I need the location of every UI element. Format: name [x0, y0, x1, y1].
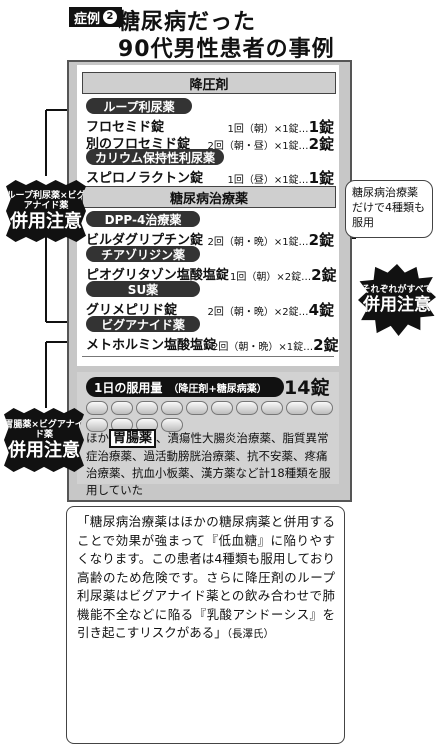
drug-dose: 1回（昼）×1錠…1錠 [227, 169, 334, 187]
drug-count: 2錠 [308, 231, 334, 249]
divider [82, 356, 334, 357]
pill-icon [286, 401, 308, 415]
pill-icon [261, 401, 283, 415]
caution-label: 併用注意 [363, 294, 431, 315]
pill-icon [311, 401, 333, 415]
case-label: 症例 [74, 11, 101, 27]
category-pill: カリウム保持性利尿薬 [86, 149, 224, 165]
drug-count: 4錠 [308, 301, 334, 319]
category-pill: DPP-4治療薬 [86, 211, 200, 227]
drug-name: ビルダグリプチン錠 [86, 233, 204, 248]
case-number: 2 [103, 10, 118, 24]
daily-intake-sublabel: （降圧剤+糖尿病薬） [168, 383, 267, 395]
drug-count: 2錠 [313, 336, 339, 354]
pill-icon [161, 401, 183, 415]
drug-count: 2錠 [311, 266, 337, 284]
drug-count: 1錠 [308, 169, 334, 187]
caution-label: 併用注意 [10, 210, 82, 232]
caution-note: それぞれがすべて [361, 284, 433, 295]
pill-icon [211, 401, 233, 415]
pill-icon [86, 401, 108, 415]
category-pill: SU薬 [86, 281, 200, 297]
drug-name: メトホルミン塩酸塩錠 [86, 338, 217, 353]
pill-icon [186, 401, 208, 415]
category-pill: ループ利尿薬 [86, 98, 192, 114]
pill-icon [161, 418, 183, 432]
drug-dose: 2回（朝・晩）×1錠…2錠 [212, 336, 339, 354]
pill-icon [86, 418, 108, 432]
pill-icon [236, 401, 258, 415]
drug-dose: 2回（朝・昼）×1錠…2錠 [207, 135, 334, 153]
drug-dose: 2回（朝・晩）×1錠…2錠 [207, 231, 334, 249]
drug-name: フロセミド錠 [86, 120, 165, 135]
quote-text: 「糖尿病治療薬はほかの糖尿病薬と併用することで効果が強まって『低血糖』に陥りやす… [77, 514, 335, 640]
other-medications: ほか胃腸薬、潰瘍性大腸炎治療薬、脂質異常症治療薬、過活動膀胱治療薬、抗不安薬、疼… [86, 429, 338, 499]
expert-quote: 「糖尿病治療薬はほかの糖尿病薬と併用することで効果が強まって『低血糖』に陥りやす… [77, 513, 335, 644]
pill-icon [111, 401, 133, 415]
drug-dose: 1回（朝）×2錠…2錠 [230, 266, 337, 284]
drug-dose: 2回（朝・晩）×2錠…4錠 [207, 301, 334, 319]
caution-combo: 胃腸薬×ビグアナイド薬 [4, 419, 84, 440]
drug-name: スピロノラクトン錠 [86, 171, 204, 186]
quote-attribution: （長澤氏） [226, 628, 275, 640]
drug-name: ピオグリタゾン塩酸塩錠 [86, 268, 229, 283]
drug-name: 別のフロセミド錠 [86, 137, 191, 152]
caution-combo: ループ利尿薬×ビグアナイド薬 [6, 190, 86, 211]
category-pill: チアゾリジン薬 [86, 246, 200, 262]
other-highlight: 胃腸薬 [109, 429, 157, 448]
category-pill: ビグアナイド薬 [86, 316, 200, 332]
case-tag: 症例 2 [69, 7, 123, 27]
note-bubble: 糖尿病治療薬だけで4種類も服用 [345, 180, 433, 238]
drug-count: 1錠 [308, 118, 334, 136]
pill-icons [86, 401, 340, 432]
drug-name: グリメピリド錠 [86, 303, 178, 318]
section-antihypertensive: 降圧剤 [82, 72, 336, 94]
section-diabetes: 糖尿病治療薬 [82, 186, 336, 208]
daily-intake-label: 1日の服用量 （降圧剤+糖尿病薬） [86, 377, 284, 397]
caution-burst-left-top: ループ利尿薬×ビグアナイド薬 併用注意 [6, 180, 86, 242]
expert-quote-box [66, 506, 345, 744]
drug-count: 2錠 [308, 135, 334, 153]
drug-dose: 1回（朝）×1錠…1錠 [227, 118, 334, 136]
other-text: 、潰瘍性大腸炎治療薬、脂質異常症治療薬、過活動膀胱治療薬、抗不安薬、疼痛治療薬、… [86, 431, 331, 497]
title-line-1: 糖尿病だった [118, 10, 257, 35]
daily-total: 14錠 [284, 377, 330, 399]
caution-label: 併用注意 [8, 439, 80, 461]
title-line-2: 90代男性患者の事例 [118, 37, 335, 62]
pill-icon [136, 401, 158, 415]
caution-burst-left-bottom: 胃腸薬×ビグアナイド薬 併用注意 [4, 408, 84, 472]
other-prefix: ほか [86, 431, 109, 445]
note-text: 糖尿病治療薬だけで4種類も服用 [352, 186, 425, 229]
